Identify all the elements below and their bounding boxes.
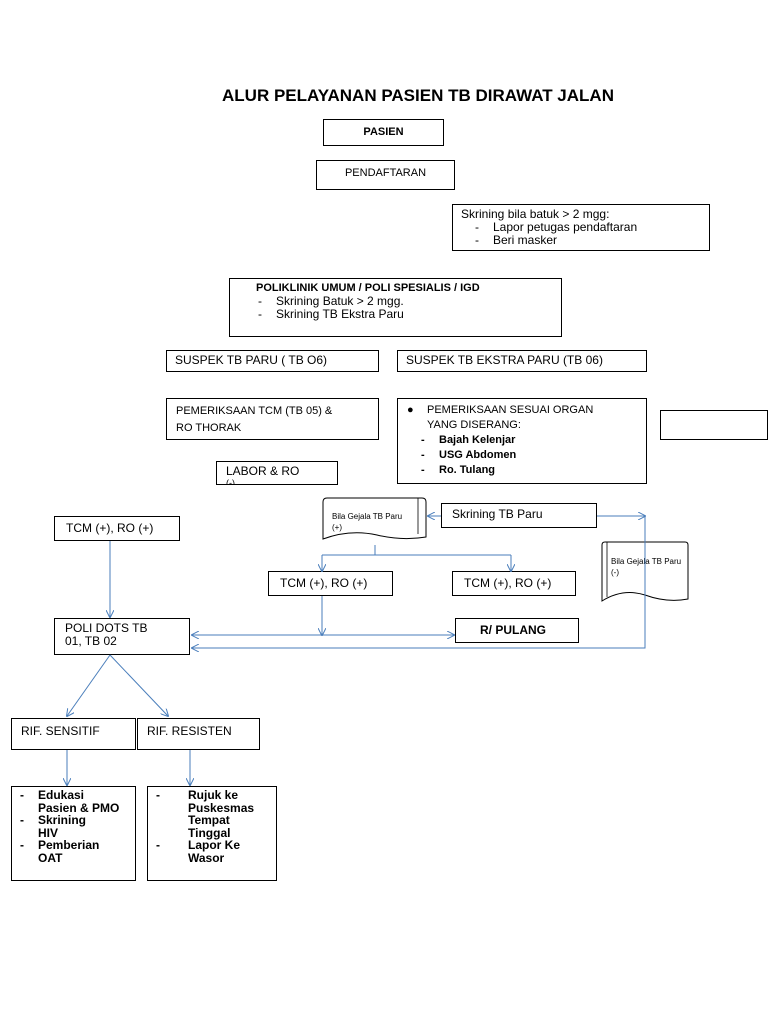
pendaftaran-label: PENDAFTARAN — [344, 167, 427, 179]
pulang-label: R/ PULANG — [480, 623, 546, 637]
sensitif-item: Edukasi Pasien & PMO — [12, 789, 125, 814]
pulang-box: R/ PULANG — [455, 618, 579, 643]
tcm-ro-right-label: TCM (+), RO (+) — [464, 576, 552, 590]
suspek-paru-label: SUSPEK TB PARU ( TB O6) — [175, 353, 328, 367]
organ-item: Bajah Kelenjar — [413, 433, 640, 448]
tcm-ro-mid-label: TCM (+), RO (+) — [280, 576, 368, 590]
arrow-to-rif-sensitif — [67, 654, 111, 716]
pemeriksaan-tcm-line2: RO THORAK — [176, 422, 242, 434]
pemeriksaan-organ-heading: PEMERIKSAAN SESUAI ORGAN YANG DISERANG: — [427, 404, 594, 431]
resisten-item: Lapor Ke Wasor — [148, 839, 258, 864]
pemeriksaan-tcm-line1: PEMERIKSAAN TCM (TB 05) & — [176, 405, 333, 417]
poliklinik-item: Skrining Batuk > 2 mgg. — [250, 295, 541, 309]
pasien-label: PASIEN — [363, 126, 404, 138]
poliklinik-box: POLIKLINIK UMUM / POLI SPESIALIS / IGD S… — [229, 278, 562, 337]
poliklinik-item: Skrining TB Ekstra Paru — [250, 308, 541, 322]
sensitif-item: Pemberian OAT — [12, 839, 108, 864]
suspek-ekstra-box: SUSPEK TB EKSTRA PARU (TB 06) — [397, 350, 647, 372]
resisten-list-box: Rujuk ke Puskesmas Tempat Tinggal Lapor … — [147, 786, 277, 881]
bila-gejala-pos-doc: Bila Gejala TB Paru (+) — [322, 497, 428, 545]
skrining-tb-paru-label: Skrining TB Paru — [452, 507, 543, 521]
poli-dots-line2: 01, TB 02 — [65, 634, 117, 648]
skrining-tb-paru-box: Skrining TB Paru — [441, 503, 597, 528]
labor-ro-cut: (-) — [226, 478, 235, 485]
sensitif-list-box: Edukasi Pasien & PMO Skrining HIV Pember… — [11, 786, 136, 881]
line-right-return — [192, 516, 646, 648]
tcm-ro-right-box: TCM (+), RO (+) — [452, 571, 576, 596]
skrining-item: Lapor petugas pendaftaran — [467, 221, 701, 235]
bila-gejala-neg-label: Bila Gejala TB Paru (-) — [611, 557, 682, 577]
resisten-item: Rujuk ke Puskesmas Tempat Tinggal — [148, 789, 268, 839]
arrow-to-rif-resisten — [109, 654, 168, 716]
suspek-ekstra-label: SUSPEK TB EKSTRA PARU (TB 06) — [406, 353, 603, 367]
sensitif-item: Skrining HIV — [12, 814, 98, 839]
bila-gejala-pos-label: Bila Gejala TB Paru (+) — [332, 512, 403, 532]
tcm-ro-mid-box: TCM (+), RO (+) — [268, 571, 393, 596]
poli-dots-line1: POLI DOTS TB — [65, 621, 148, 635]
skrining-box: Skrining bila batuk > 2 mgg: Lapor petug… — [452, 204, 710, 251]
document-shape-icon — [322, 497, 427, 540]
organ-item: Ro. Tulang — [413, 463, 640, 478]
labor-ro-label: LABOR & RO — [226, 464, 300, 478]
labor-ro-box: LABOR & RO (-) — [216, 461, 338, 485]
rif-resisten-label: RIF. RESISTEN — [147, 724, 232, 738]
organ-item: USG Abdomen — [413, 448, 640, 463]
skrining-item: Beri masker — [467, 234, 701, 248]
rif-resisten-box: RIF. RESISTEN — [137, 718, 260, 750]
pasien-box: PASIEN — [323, 119, 444, 146]
suspek-paru-box: SUSPEK TB PARU ( TB O6) — [166, 350, 379, 372]
poli-dots-box: POLI DOTS TB 01, TB 02 — [54, 618, 190, 655]
bullet-icon: ● — [407, 404, 414, 416]
poliklinik-heading: POLIKLINIK UMUM / POLI SPESIALIS / IGD — [256, 282, 480, 294]
rif-sensitif-box: RIF. SENSITIF — [11, 718, 136, 750]
tcm-ro-left-label: TCM (+), RO (+) — [66, 521, 154, 535]
rif-sensitif-label: RIF. SENSITIF — [21, 724, 100, 738]
pemeriksaan-organ-box: ● PEMERIKSAAN SESUAI ORGAN YANG DISERANG… — [397, 398, 647, 484]
pendaftaran-box: PENDAFTARAN — [316, 160, 455, 190]
diagram-title: ALUR PELAYANAN PASIEN TB DIRAWAT JALAN — [222, 86, 614, 105]
skrining-heading: Skrining bila batuk > 2 mgg: — [461, 207, 610, 221]
tcm-ro-left-box: TCM (+), RO (+) — [54, 516, 180, 541]
pemeriksaan-tcm-box: PEMERIKSAAN TCM (TB 05) & RO THORAK — [166, 398, 379, 440]
